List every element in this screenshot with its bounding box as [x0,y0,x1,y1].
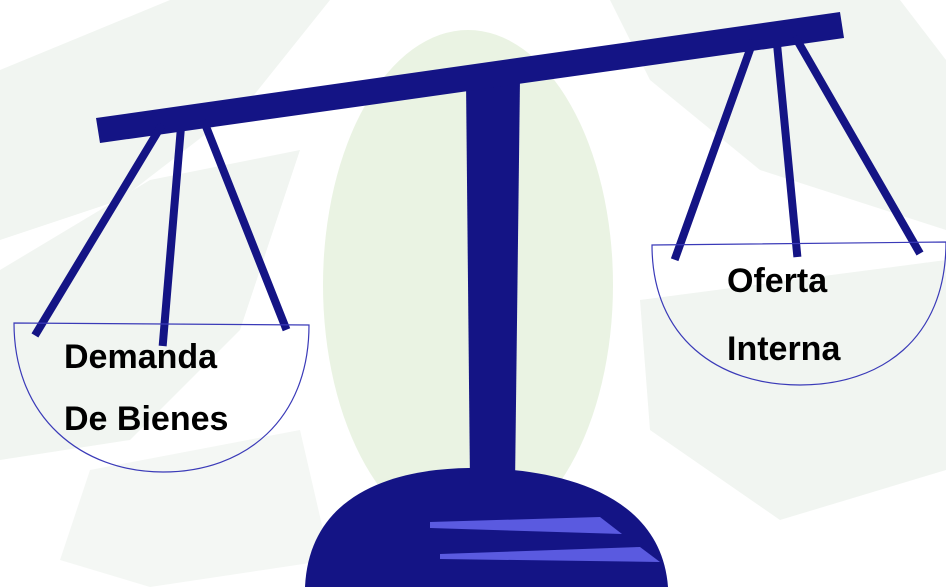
scale-post [466,78,520,485]
watermark-shape [60,430,330,587]
scale-base [305,468,668,587]
left-pan-label-line1: Demanda [64,338,218,376]
right-pan-label-line1: Oferta [727,262,828,300]
right-pan-label-line2: Interna [727,330,841,368]
left-pan-label-line2: De Bienes [64,400,228,438]
